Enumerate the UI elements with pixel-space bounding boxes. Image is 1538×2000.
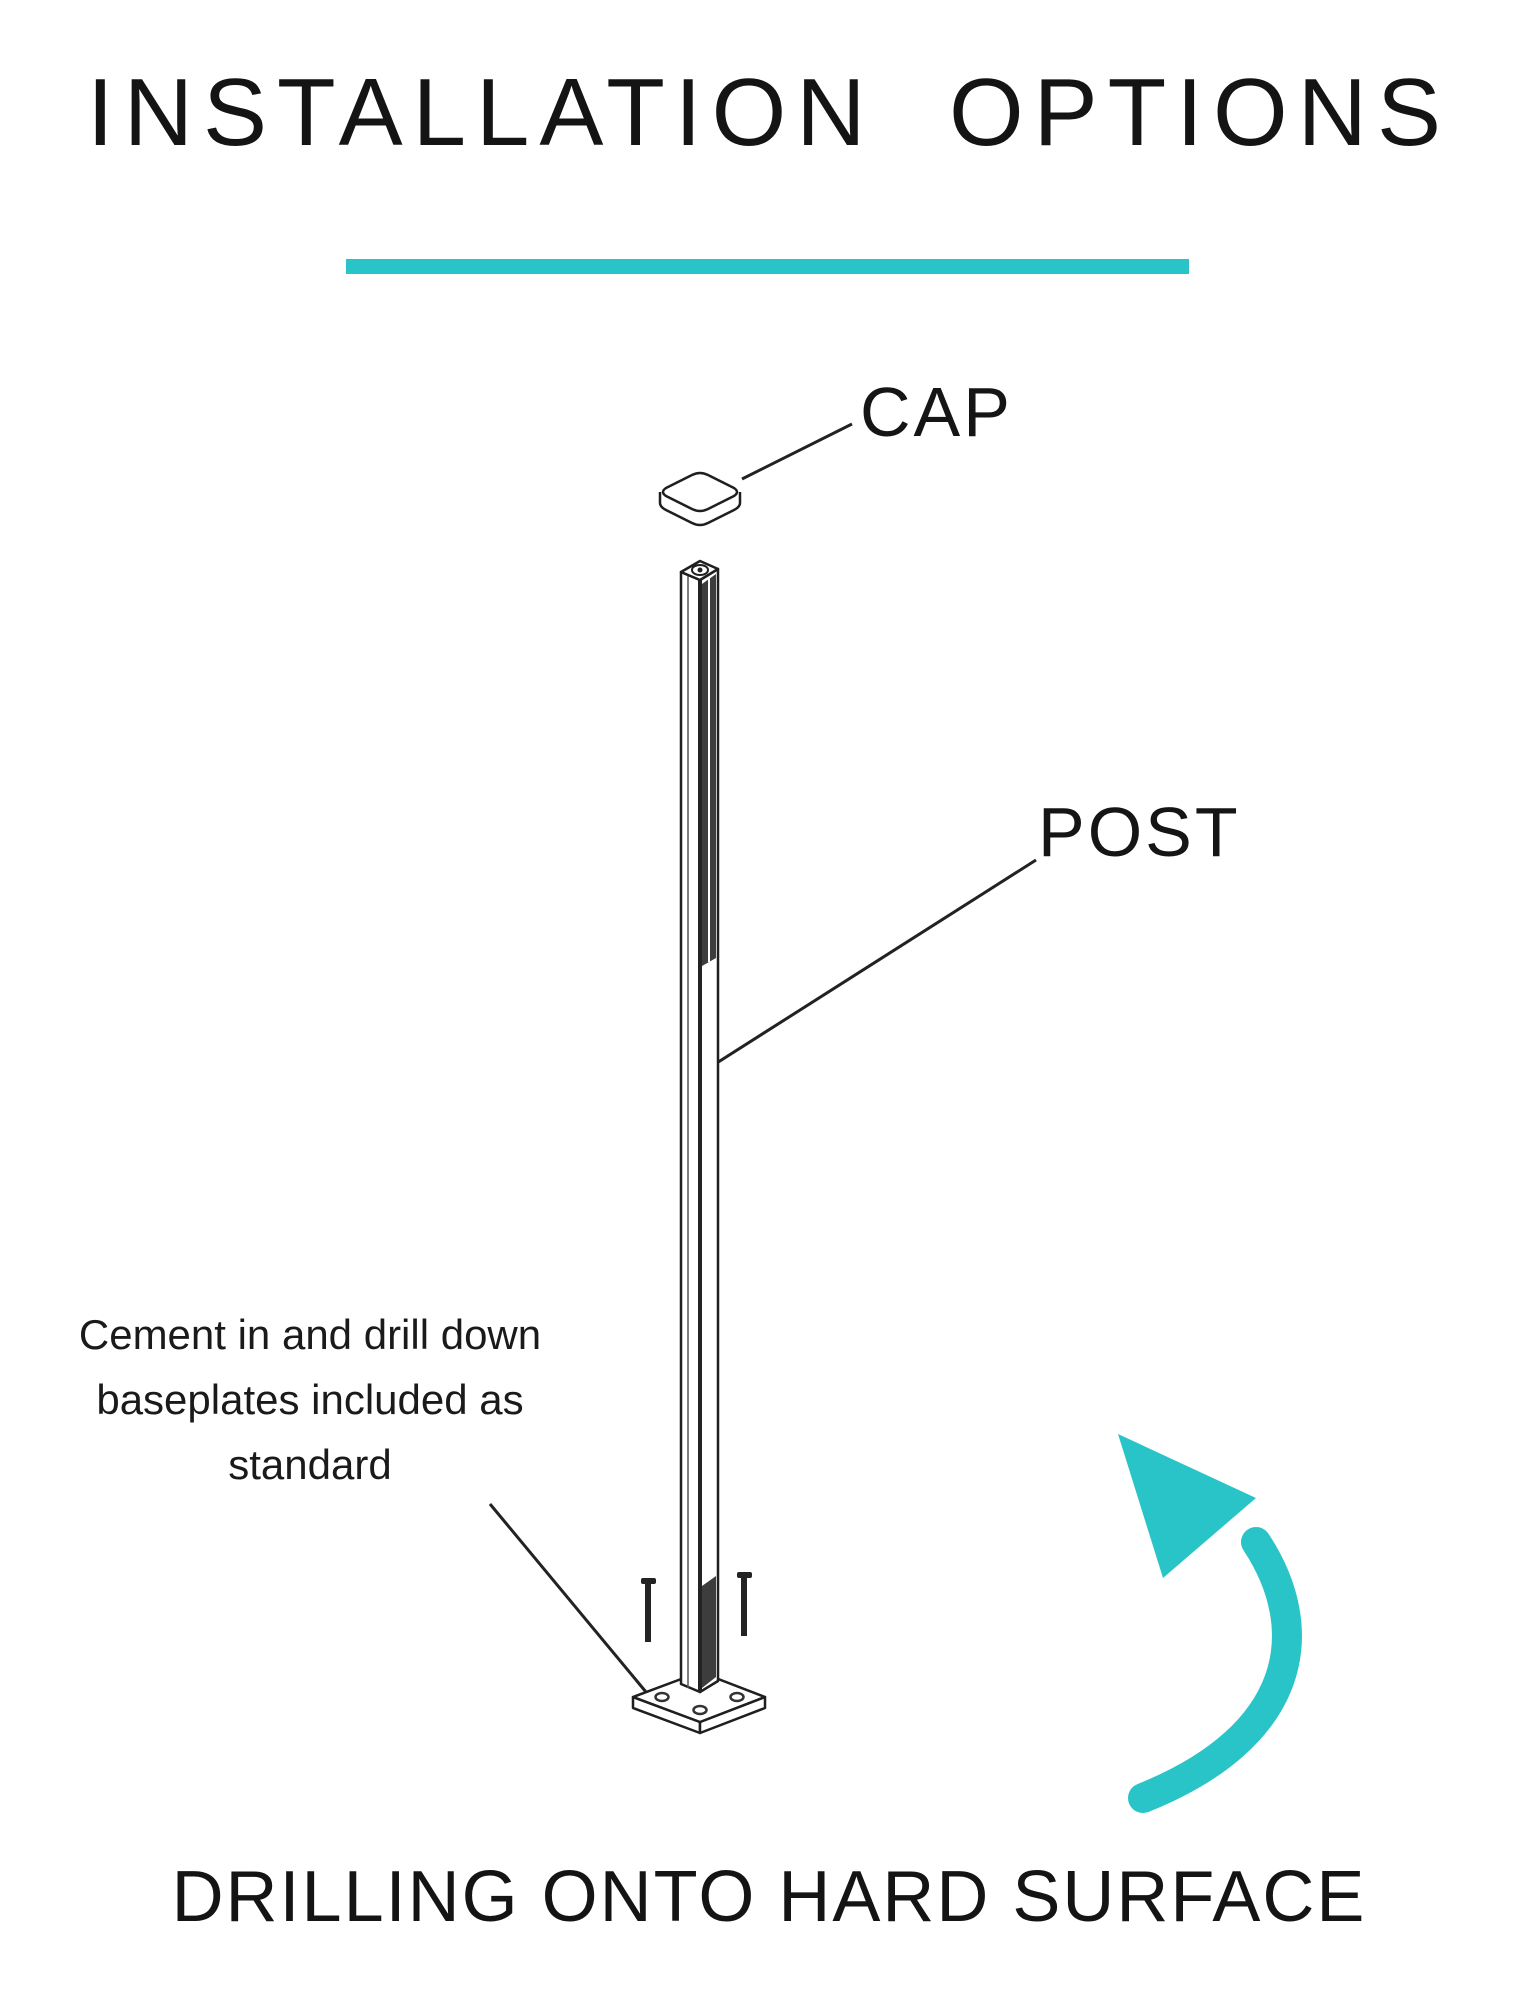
- cap-leader-line: [741, 422, 853, 481]
- annotation-line-3: standard: [228, 1441, 392, 1489]
- baseplate-leader-line: [488, 1503, 648, 1693]
- post-label: POST: [1038, 793, 1241, 871]
- page-title: INSTALLATION OPTIONS: [87, 59, 1451, 166]
- post-leader-line: [711, 858, 1037, 1068]
- cap-icon: [658, 471, 742, 527]
- curved-up-arrow-icon: [1118, 1434, 1302, 1813]
- bolt-icons: [641, 1572, 752, 1642]
- cap-label: CAP: [860, 373, 1013, 451]
- baseplate-annotation: Cement in and drill down baseplates incl…: [16, 1302, 604, 1497]
- annotation-line-2: baseplates included as: [96, 1376, 524, 1424]
- post-icon: [679, 559, 720, 1694]
- annotation-line-1: Cement in and drill down: [78, 1311, 542, 1358]
- bottom-caption: DRILLING ONTO HARD SURFACE: [171, 1857, 1367, 1937]
- baseplate-icon: [631, 1670, 767, 1735]
- title-divider: [346, 259, 1189, 274]
